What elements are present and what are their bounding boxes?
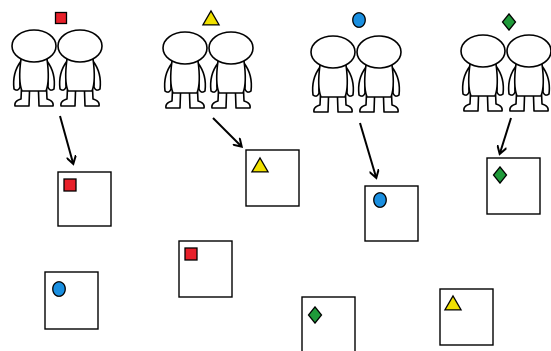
person-figure xyxy=(356,35,402,113)
figure-head xyxy=(356,35,402,69)
figure-head xyxy=(310,35,356,69)
symbol-card xyxy=(486,157,541,215)
figure-head xyxy=(460,34,506,68)
triangle-icon xyxy=(443,294,463,311)
circle-icon xyxy=(52,281,66,297)
card-frame xyxy=(486,157,541,215)
person-figure xyxy=(506,34,551,112)
arrows xyxy=(59,115,512,177)
cards xyxy=(44,149,541,351)
figure-torso xyxy=(467,63,499,97)
card-frame xyxy=(44,271,99,330)
triangle-icon xyxy=(201,9,221,26)
diamond-icon xyxy=(307,305,323,325)
arrow xyxy=(359,122,376,177)
card-frame xyxy=(364,185,419,242)
figure-head xyxy=(506,34,551,68)
figure-head xyxy=(162,31,208,65)
figure-groups xyxy=(11,9,551,113)
symbol-card xyxy=(178,240,233,298)
arrow xyxy=(59,115,73,163)
figure-pair xyxy=(162,9,254,109)
square-icon xyxy=(63,178,77,192)
card-frame xyxy=(301,296,356,351)
square-icon xyxy=(184,247,198,261)
symbol-card xyxy=(439,288,494,346)
symbol-card xyxy=(245,149,300,207)
square-icon xyxy=(54,11,68,25)
arrow xyxy=(212,117,241,146)
figure-head xyxy=(57,29,103,63)
figure-torso xyxy=(317,64,349,98)
circle-icon xyxy=(373,192,387,208)
person-figure xyxy=(460,34,506,112)
figure-head xyxy=(208,31,254,65)
figure-torso xyxy=(169,60,201,94)
figure-torso xyxy=(513,63,545,97)
card-frame xyxy=(245,149,300,207)
person-figure xyxy=(310,35,356,113)
diamond-icon xyxy=(501,12,517,32)
person-figure xyxy=(208,31,254,109)
diamond-icon xyxy=(492,165,508,185)
symbol-card xyxy=(364,185,419,242)
figure-torso xyxy=(64,58,96,92)
figure-torso xyxy=(215,60,247,94)
figure-torso xyxy=(18,58,50,92)
figure-pair xyxy=(11,11,103,107)
person-figure xyxy=(162,31,208,109)
person-figure xyxy=(57,29,103,107)
figure-torso xyxy=(363,64,395,98)
figure-pair xyxy=(310,12,402,113)
figure-head xyxy=(11,29,57,63)
symbol-card xyxy=(301,296,356,351)
circle-icon xyxy=(352,12,366,28)
person-figure xyxy=(11,29,57,107)
symbol-card xyxy=(44,271,99,330)
figure-pair xyxy=(460,12,551,112)
symbol-card xyxy=(57,171,112,227)
triangle-icon xyxy=(250,156,270,173)
card-frame xyxy=(439,288,494,346)
arrow xyxy=(500,117,512,153)
